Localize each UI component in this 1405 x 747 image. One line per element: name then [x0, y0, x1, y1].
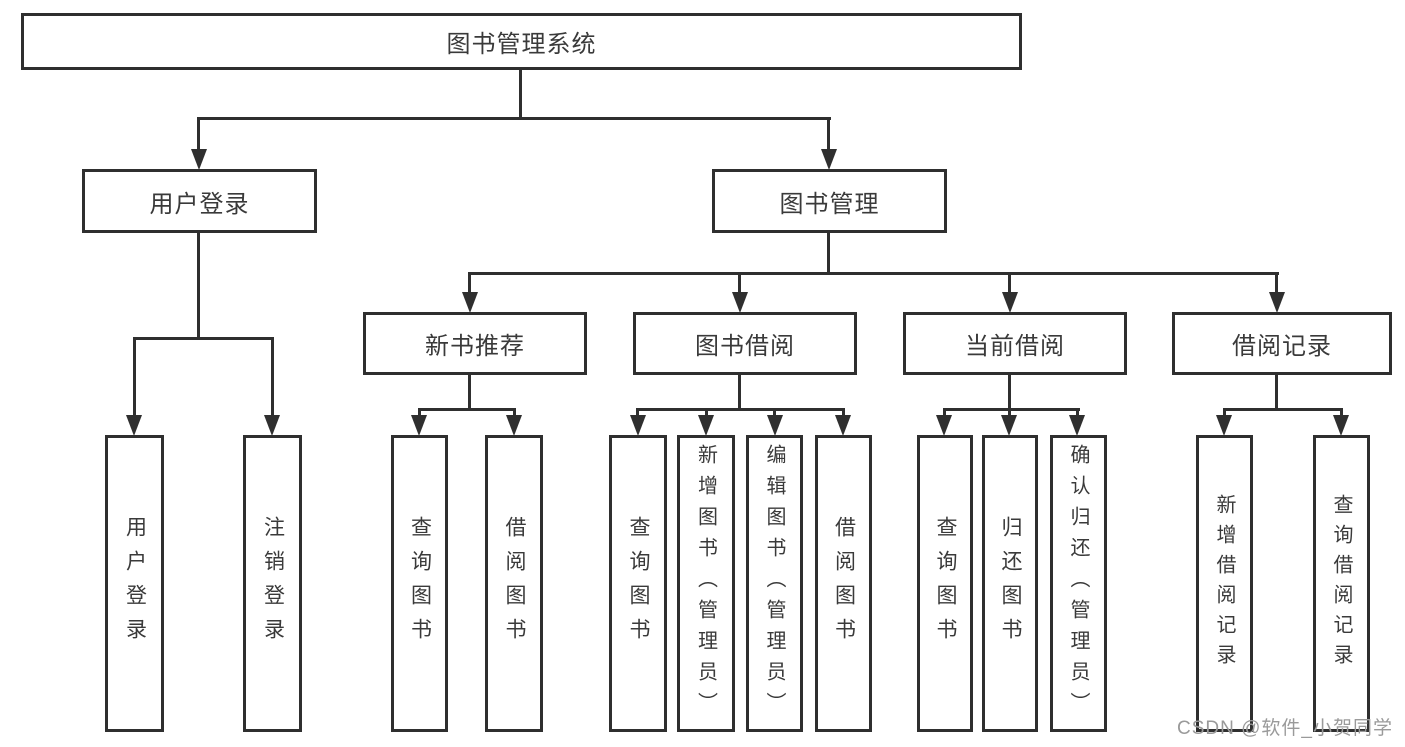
- leaf-logout-label: 注销登录: [261, 515, 285, 652]
- node-book-borrow: 图书借阅: [633, 312, 857, 375]
- node-new-book-recommend: 新书推荐: [363, 312, 587, 375]
- connector-line: [738, 272, 741, 294]
- connector-to-book-management: [827, 117, 830, 151]
- arrow-down-icon: [767, 415, 783, 436]
- connector-line: [1008, 408, 1011, 418]
- leaf-nbr-query-books-label: 查询图书: [408, 515, 432, 652]
- leaf-cb-query-books: 查询图书: [917, 435, 973, 732]
- node-book-management-label: 图书管理: [779, 190, 880, 218]
- leaf-bb-add-books-admin: 新增图书（管理员）: [677, 435, 735, 732]
- arrow-down-icon: [732, 292, 748, 313]
- leaf-user-login: 用户登录: [105, 435, 164, 732]
- arrow-down-icon: [835, 415, 851, 436]
- connector-root-stem: [519, 70, 522, 120]
- connector-line: [271, 337, 274, 417]
- connector-line: [943, 408, 1080, 411]
- arrow-down-icon: [126, 415, 142, 436]
- connector-line: [1008, 272, 1011, 294]
- leaf-nbr-query-books: 查询图书: [391, 435, 448, 732]
- leaf-bb-borrow-books: 借阅图书: [815, 435, 872, 732]
- arrow-down-icon: [411, 415, 427, 436]
- connector-line: [1008, 375, 1011, 411]
- connector-line: [636, 408, 845, 411]
- arrow-down-icon: [1001, 415, 1017, 436]
- connector-line: [133, 337, 136, 417]
- leaf-bb-add-books-admin-label: 新增图书（管理员）: [694, 444, 717, 723]
- connector-line: [418, 408, 421, 418]
- leaf-cb-confirm-return-admin-label: 确认归还（管理员）: [1067, 444, 1089, 723]
- arrow-down-icon: [191, 149, 207, 170]
- connector-line: [738, 375, 741, 411]
- leaf-user-login-label: 用户登录: [123, 515, 147, 652]
- node-book-borrow-label: 图书借阅: [695, 333, 795, 360]
- connector-line: [1223, 408, 1226, 418]
- leaf-nbr-borrow-books: 借阅图书: [485, 435, 543, 732]
- leaf-cb-query-books-label: 查询图书: [934, 515, 957, 652]
- leaf-br-add-record-label: 新增借阅记录: [1213, 493, 1235, 674]
- connector-to-user-login: [197, 117, 200, 151]
- connector-root-split: [197, 117, 831, 120]
- leaf-bb-query-books-label: 查询图书: [627, 515, 650, 652]
- connector-line: [513, 408, 516, 418]
- connector-line: [705, 408, 708, 418]
- connector-line: [1275, 272, 1278, 294]
- connector-user-login-stem: [197, 233, 200, 340]
- node-root: 图书管理系统: [21, 13, 1022, 70]
- leaf-cb-confirm-return-admin: 确认归还（管理员）: [1050, 435, 1107, 732]
- node-book-management: 图书管理: [712, 169, 947, 233]
- connector-book-management-stem: [827, 233, 830, 275]
- node-borrow-records: 借阅记录: [1172, 312, 1392, 375]
- leaf-bb-edit-books-admin: 编辑图书（管理员）: [746, 435, 803, 732]
- arrow-down-icon: [1216, 415, 1232, 436]
- connector-line: [636, 408, 639, 418]
- node-borrow-records-label: 借阅记录: [1232, 333, 1332, 360]
- leaf-cb-return-books: 归还图书: [982, 435, 1038, 732]
- node-user-login: 用户登录: [82, 169, 317, 233]
- leaf-bb-borrow-books-label: 借阅图书: [832, 515, 856, 652]
- connector-level3-split: [468, 272, 1279, 275]
- arrow-down-icon: [936, 415, 952, 436]
- leaf-br-add-record: 新增借阅记录: [1196, 435, 1253, 732]
- node-current-borrow-label: 当前借阅: [965, 333, 1065, 360]
- arrow-down-icon: [1333, 415, 1349, 436]
- node-root-label: 图书管理系统: [446, 31, 597, 58]
- arrow-down-icon: [1269, 292, 1285, 313]
- arrow-down-icon: [630, 415, 646, 436]
- leaf-br-query-record: 查询借阅记录: [1313, 435, 1370, 732]
- leaf-cb-return-books-label: 归还图书: [999, 515, 1022, 652]
- connector-user-login-split: [133, 337, 274, 340]
- leaf-br-query-record-label: 查询借阅记录: [1330, 493, 1352, 674]
- arrow-down-icon: [462, 292, 478, 313]
- arrow-down-icon: [264, 415, 280, 436]
- watermark: CSDN @软件_小贺同学: [1177, 718, 1393, 739]
- connector-line: [1076, 408, 1079, 418]
- arrow-down-icon: [698, 415, 714, 436]
- connector-line: [1275, 375, 1278, 411]
- leaf-bb-query-books: 查询图书: [609, 435, 667, 732]
- leaf-logout: 注销登录: [243, 435, 302, 732]
- arrow-down-icon: [506, 415, 522, 436]
- node-new-book-recommend-label: 新书推荐: [425, 333, 525, 360]
- leaf-nbr-borrow-books-label: 借阅图书: [503, 515, 526, 652]
- connector-line: [1340, 408, 1343, 418]
- node-current-borrow: 当前借阅: [903, 312, 1127, 375]
- connector-line: [943, 408, 946, 418]
- connector-line: [773, 408, 776, 418]
- arrow-down-icon: [1069, 415, 1085, 436]
- connector-line: [1223, 408, 1343, 411]
- connector-line: [842, 408, 845, 418]
- arrow-down-icon: [821, 149, 837, 170]
- node-user-login-label: 用户登录: [149, 190, 250, 218]
- connector-line: [418, 408, 516, 411]
- arrow-down-icon: [1002, 292, 1018, 313]
- connector-line: [468, 375, 471, 411]
- leaf-bb-edit-books-admin-label: 编辑图书（管理员）: [763, 444, 785, 723]
- connector-line: [468, 272, 471, 294]
